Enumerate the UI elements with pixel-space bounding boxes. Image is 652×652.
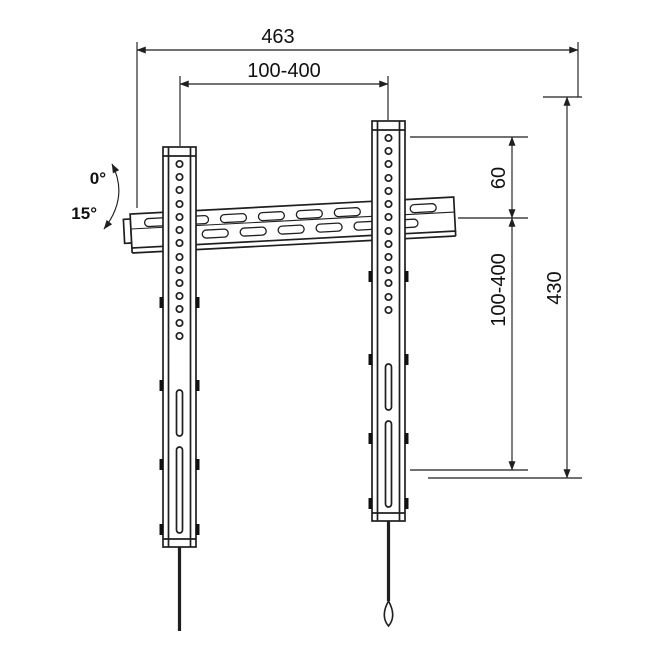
total-width-label: 463	[261, 26, 294, 48]
dimensions	[103, 42, 582, 479]
dimension-hole-width	[179, 76, 389, 146]
rail-height-label: 60	[488, 167, 510, 189]
tilt-arrow-arc	[103, 163, 120, 230]
dimension-total-height	[428, 96, 582, 479]
dimension-total-width	[136, 42, 579, 208]
dimension-rail-height	[410, 136, 528, 219]
tilt-angle-min-label: 0°	[90, 169, 106, 188]
tilt-angle-max-label: 15°	[71, 204, 97, 223]
left-tv-bracket	[158, 146, 201, 548]
total-height-label: 430	[544, 271, 566, 304]
hole-height-label: 100-400	[488, 253, 510, 326]
right-pull-cord	[383, 521, 394, 628]
right-tv-bracket	[367, 120, 410, 522]
hole-width-label: 100-400	[247, 60, 320, 82]
labels: 463 100-400 60 100-400 430 0° 15°	[71, 26, 566, 327]
mount-assembly	[122, 120, 457, 631]
cord-handle	[383, 599, 394, 628]
dimension-hole-height	[410, 217, 528, 471]
